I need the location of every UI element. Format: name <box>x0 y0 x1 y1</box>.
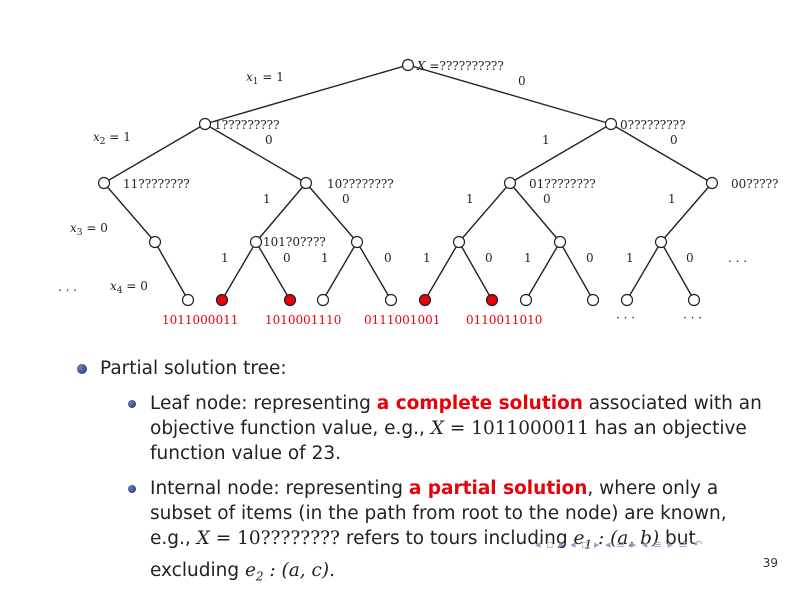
leaf-highlight: a complete solution <box>376 393 583 414</box>
edge-label: 1 <box>668 192 676 206</box>
bullet-list: Partial solution tree: Leaf node: repres… <box>76 356 766 589</box>
ellipsis-bottom: · · · <box>616 311 635 325</box>
beamer-nav-controls[interactable]: ◂ ▫ ▸ ◂ ▫ ▸ ◂ ≡ ▸ ◂ ≡ ▸ ≡ ↶ <box>535 538 704 551</box>
leaf-node <box>586 293 600 307</box>
node-00 <box>705 176 719 190</box>
node-label-10: 10???????? <box>327 177 394 191</box>
leaf-solution-node <box>418 293 432 307</box>
leaf-text-1: Leaf node: representing <box>150 393 377 414</box>
edge-label: 1 <box>321 251 329 265</box>
node-01 <box>503 176 517 190</box>
solution-label: 0111001001 <box>364 313 440 327</box>
node-110 <box>148 235 162 249</box>
node-label-11: 11???????? <box>123 177 190 191</box>
bullet-dot-icon <box>128 400 136 408</box>
node-010 <box>553 235 567 249</box>
internal-text-1: Internal node: representing <box>150 478 409 499</box>
edge-label: 0 <box>543 192 551 206</box>
edge-label: 0 <box>485 251 493 265</box>
node-0 <box>604 117 618 131</box>
leaf-math-var: X <box>430 418 444 439</box>
level-label-x1: x1 = 1 <box>246 70 284 87</box>
ellipsis-bottom: · · · <box>683 311 702 325</box>
node-label-1: 1????????? <box>214 118 280 132</box>
node-011 <box>452 235 466 249</box>
leaf-node <box>384 293 398 307</box>
edge-label: 1 <box>466 192 474 206</box>
bullet-internal: Internal node: representing a partial so… <box>128 476 766 589</box>
tree-nodes <box>97 58 719 307</box>
leaf-math-eq: = 1011000011 <box>443 418 589 439</box>
edge-label: 1 <box>423 251 431 265</box>
node-label-01: 01???????? <box>529 177 596 191</box>
leaf-node <box>620 293 634 307</box>
level-label-x4: x4 = 0 <box>110 279 148 296</box>
edge-label: 1 <box>524 251 532 265</box>
node-label-0: 0????????? <box>620 118 686 132</box>
leaf-text-3: has an objective function value of 23. <box>150 418 747 464</box>
node-1 <box>198 117 212 131</box>
edge-label: 0 <box>586 251 594 265</box>
edge-label: 0 <box>670 133 678 147</box>
node-101 <box>249 235 263 249</box>
node-11 <box>97 176 111 190</box>
edge-label: 0 <box>686 251 694 265</box>
leaf-node <box>181 293 195 307</box>
node-10 <box>299 176 313 190</box>
node-100 <box>350 235 364 249</box>
ellipsis-right: . . . <box>728 251 747 265</box>
solution-label: 0110011010 <box>466 313 542 327</box>
bullet-dot-icon <box>128 485 136 493</box>
edge-label: 0 <box>384 251 392 265</box>
edge-label: 1 <box>626 251 634 265</box>
edge-e1: e1 : (a, b) <box>573 528 660 552</box>
internal-math-eq: = 10???????? <box>209 528 340 549</box>
solution-label: 1010001110 <box>265 313 341 327</box>
leaf-solution-node <box>283 293 297 307</box>
internal-math-var: X <box>196 528 210 549</box>
node-label-00: 00????? <box>731 177 778 191</box>
edge-label: 1 <box>542 133 550 147</box>
edge-label: 0 <box>283 251 291 265</box>
leaf-node <box>316 293 330 307</box>
internal-highlight: a partial solution <box>408 478 588 499</box>
edge-label: 0 <box>518 74 526 88</box>
level-label-x3: x3 = 0 <box>70 221 108 238</box>
tree-edges <box>103 64 713 301</box>
node-label-101: 101?0???? <box>263 235 326 249</box>
leaf-solution-node <box>215 293 229 307</box>
page-number: 39 <box>762 556 778 570</box>
leaf-solution-node <box>485 293 499 307</box>
edge-label: 1 <box>221 251 229 265</box>
level-label-x2: x2 = 1 <box>93 130 131 147</box>
solution-tree-diagram: X =?????????? x1 = 1 x2 = 1 x3 = 0 x4 = … <box>58 58 778 327</box>
edge-label: 0 <box>265 133 273 147</box>
bullet-main-text: Partial solution tree: <box>100 358 287 379</box>
edge-label: 0 <box>342 192 350 206</box>
node-001 <box>654 235 668 249</box>
root-node <box>401 58 415 72</box>
leaf-node <box>519 293 533 307</box>
ellipsis-left: . . . <box>58 280 77 294</box>
edge-label: 1 <box>263 192 271 206</box>
bullet-dot-icon <box>77 364 87 374</box>
bullet-main: Partial solution tree: <box>76 356 766 381</box>
edge-e2: e2 : (a, c). <box>244 559 336 584</box>
leaf-node <box>687 293 701 307</box>
leaf-text-2: associated with an objective function va… <box>150 393 762 439</box>
root-label: X =?????????? <box>416 59 504 73</box>
solution-label: 1011000011 <box>162 313 238 327</box>
bullet-leaf: Leaf node: representing a complete solut… <box>128 391 766 466</box>
internal-text-2: , where only a subset of items (in the p… <box>150 478 727 549</box>
internal-text-3: refers to tours including <box>339 528 574 549</box>
